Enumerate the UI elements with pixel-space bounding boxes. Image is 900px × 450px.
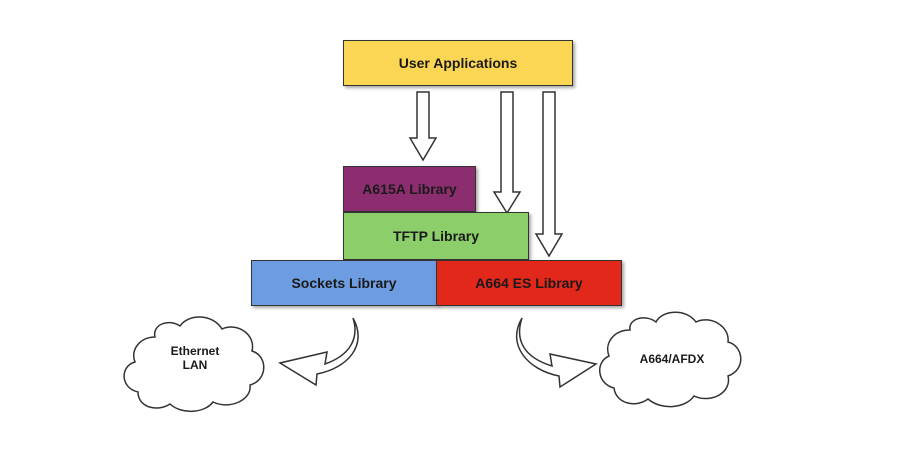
cloud-ethernet-lan-shape <box>123 316 265 412</box>
a664-es-library-label: A664 ES Library <box>475 275 583 291</box>
a664-es-library-box: A664 ES Library <box>436 260 622 306</box>
sockets-library-label: Sockets Library <box>291 275 397 291</box>
curved-arrow-to-afdx <box>515 317 598 389</box>
tftp-library-box: TFTP Library <box>343 212 529 260</box>
curved-arrow-to-ethernet <box>278 317 359 387</box>
ethernet-lan-line1: Ethernet <box>170 344 220 358</box>
arrow-down-to-a664-es <box>534 91 564 258</box>
ethernet-lan-label: Ethernet LAN <box>160 344 230 372</box>
user-applications-label: User Applications <box>398 55 518 71</box>
sockets-library-box: Sockets Library <box>251 260 437 306</box>
user-applications-box: User Applications <box>343 40 573 86</box>
a664-afdx-text: A664/AFDX <box>639 352 705 366</box>
a615a-library-label: A615A Library <box>362 181 457 197</box>
arrow-down-to-a615a <box>408 91 438 162</box>
ethernet-lan-line2: LAN <box>182 358 208 372</box>
a615a-library-box: A615A Library <box>343 166 476 212</box>
a664-afdx-label: A664/AFDX <box>632 352 712 366</box>
cloud-a664-afdx-shape <box>599 311 742 408</box>
arrow-down-to-tftp <box>492 91 522 215</box>
tftp-library-label: TFTP Library <box>392 228 480 244</box>
